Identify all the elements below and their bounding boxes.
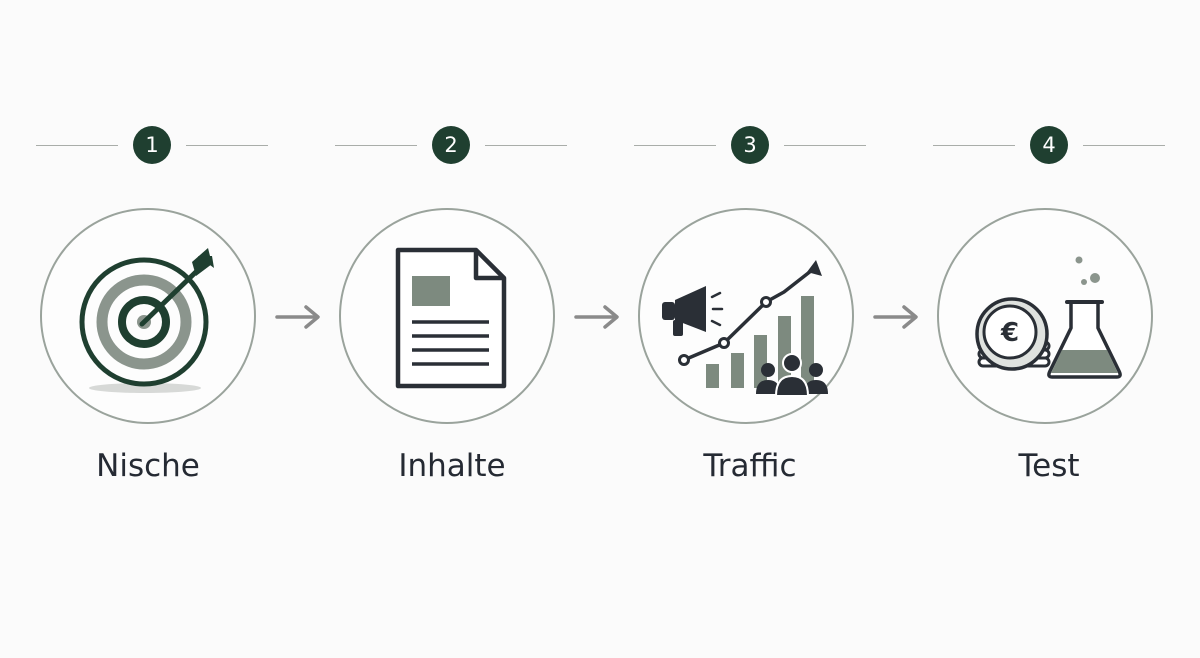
arrow-right-icon — [574, 305, 619, 329]
step-number-badge: 2 — [432, 126, 470, 164]
step-label-traffic: Traffic — [703, 448, 797, 484]
step-label-nische: Nische — [96, 448, 200, 484]
step-circle-inhalte — [339, 208, 555, 424]
euro-symbol: € — [1000, 318, 1019, 348]
arrow-right-icon — [275, 305, 320, 329]
step-circle-traffic — [638, 208, 854, 424]
header-rule — [485, 145, 567, 146]
euro-coins-flask-icon: € — [975, 256, 1122, 379]
step-label-inhalte: Inhalte — [398, 448, 506, 484]
step-label-test: Test — [1018, 448, 1080, 484]
target-icon — [79, 248, 214, 393]
header-rule — [933, 145, 1015, 146]
document-icon — [395, 247, 507, 389]
people-group-icon — [756, 353, 828, 397]
traffic-growth-icon — [662, 260, 828, 397]
step-number-badge: 3 — [731, 126, 769, 164]
header-rule — [335, 145, 417, 146]
header-rule — [784, 145, 866, 146]
euro-coin-stack-icon: € — [975, 297, 1051, 371]
step-circle-nische — [40, 208, 256, 424]
header-rule — [186, 145, 268, 146]
step-number-badge: 4 — [1030, 126, 1068, 164]
flask-icon — [1047, 256, 1122, 379]
step-circle-test: € — [937, 208, 1153, 424]
header-rule — [1083, 145, 1165, 146]
megaphone-icon — [662, 286, 724, 336]
header-rule — [634, 145, 716, 146]
step-number-badge: 1 — [133, 126, 171, 164]
arrow-right-icon — [873, 305, 918, 329]
header-rule — [36, 145, 118, 146]
